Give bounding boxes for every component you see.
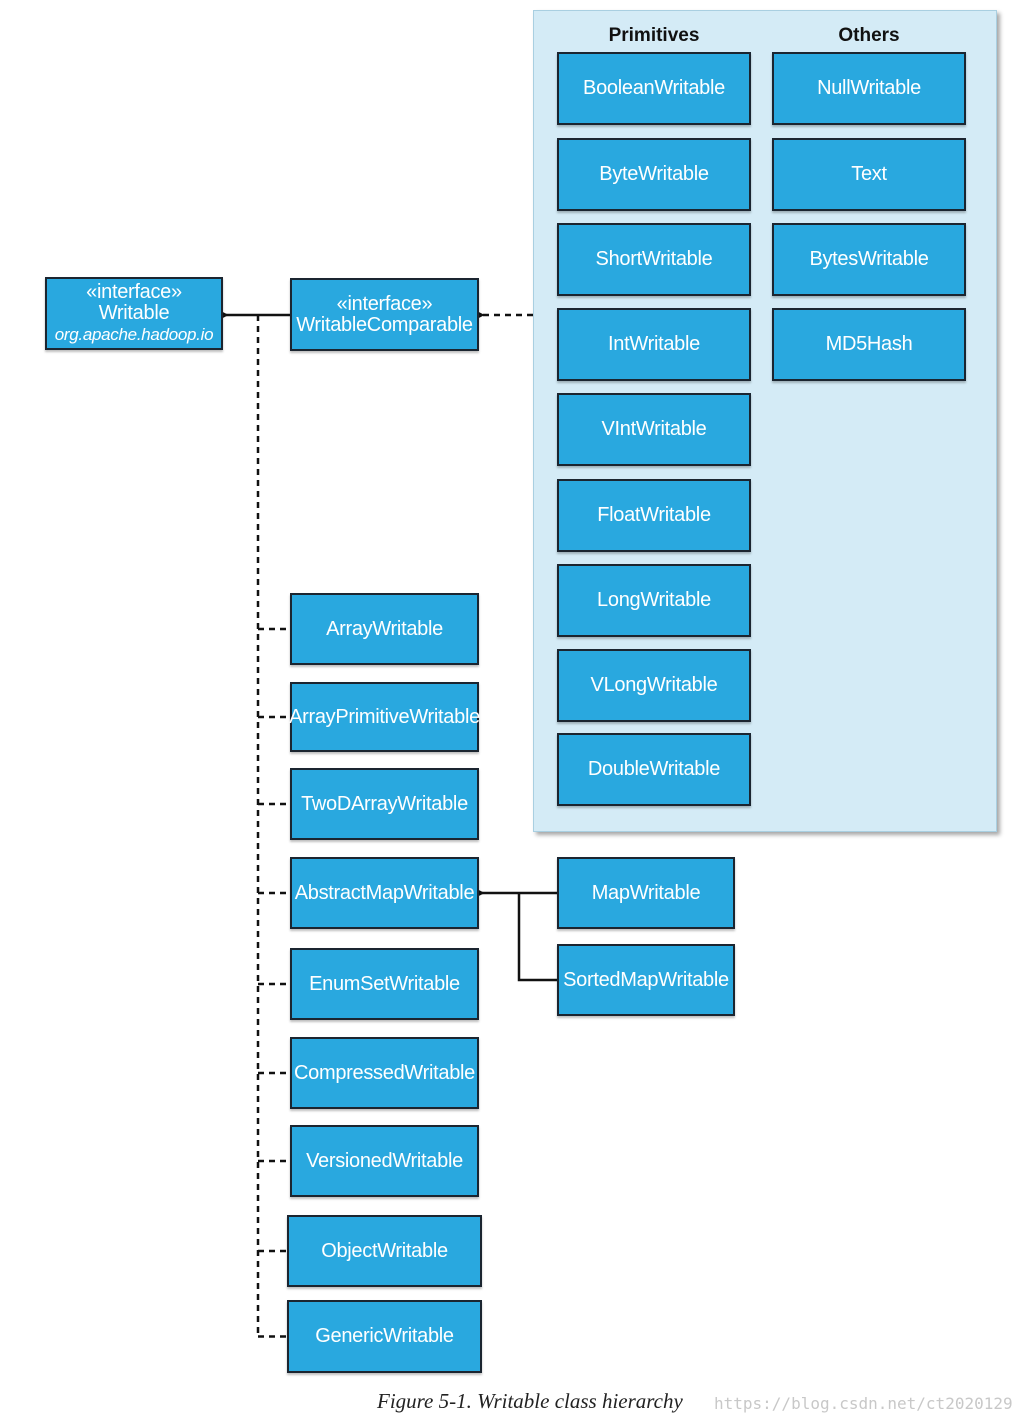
writable-impl-box: AbstractMapWritable (290, 857, 479, 929)
other-box: NullWritable (772, 52, 966, 125)
sortedmap-to-abstract-connector (517, 893, 558, 982)
primitive-box: BooleanWritable (557, 52, 751, 125)
writable-stereotype: «interface» (86, 281, 182, 303)
writable-impl-box: ArrayPrimitiveWritable (289, 682, 480, 752)
writable-impl-box: VersionedWritable (290, 1125, 479, 1197)
map-impl-box: SortedMapWritable (557, 944, 735, 1016)
primitive-box: ShortWritable (557, 223, 751, 296)
primitives-header: Primitives (608, 25, 700, 46)
writable-package: org.apache.hadoop.io (54, 325, 214, 344)
watermark-url: https://blog.csdn.net/ct2020129 (714, 1394, 1013, 1413)
writable-impl-box: EnumSetWritable (290, 948, 479, 1020)
comparable-name: WritableComparable (296, 313, 473, 336)
writable-impl-box: ObjectWritable (287, 1215, 482, 1287)
primitive-box: IntWritable (557, 308, 751, 381)
primitive-box: LongWritable (557, 564, 751, 637)
writable-name: Writable (98, 302, 170, 324)
writablecomparable-interface-box: «interface» WritableComparable (290, 278, 479, 351)
writable-branch-lines (258, 627, 290, 1338)
primitive-box: VIntWritable (557, 393, 751, 466)
writable-impl-box: CompressedWritable (290, 1037, 479, 1109)
other-box: BytesWritable (772, 223, 966, 296)
writable-interface-box: «interface» Writable org.apache.hadoop.i… (45, 277, 223, 350)
others-header: Others (838, 25, 900, 46)
other-box: MD5Hash (772, 308, 966, 381)
map-impl-box: MapWritable (557, 857, 735, 929)
figure-caption: Figure 5-1. Writable class hierarchy (377, 1389, 683, 1413)
writable-impl-box: GenericWritable (287, 1300, 482, 1373)
writable-impl-box: ArrayWritable (290, 593, 479, 665)
other-box: Text (772, 138, 966, 211)
writable-impl-box: TwoDArrayWritable (290, 768, 479, 840)
primitive-box: ByteWritable (557, 138, 751, 211)
primitive-box: DoubleWritable (557, 733, 751, 806)
primitive-box: VLongWritable (557, 649, 751, 722)
primitive-box: FloatWritable (557, 479, 751, 552)
comparable-stereotype: «interface» (336, 292, 433, 315)
